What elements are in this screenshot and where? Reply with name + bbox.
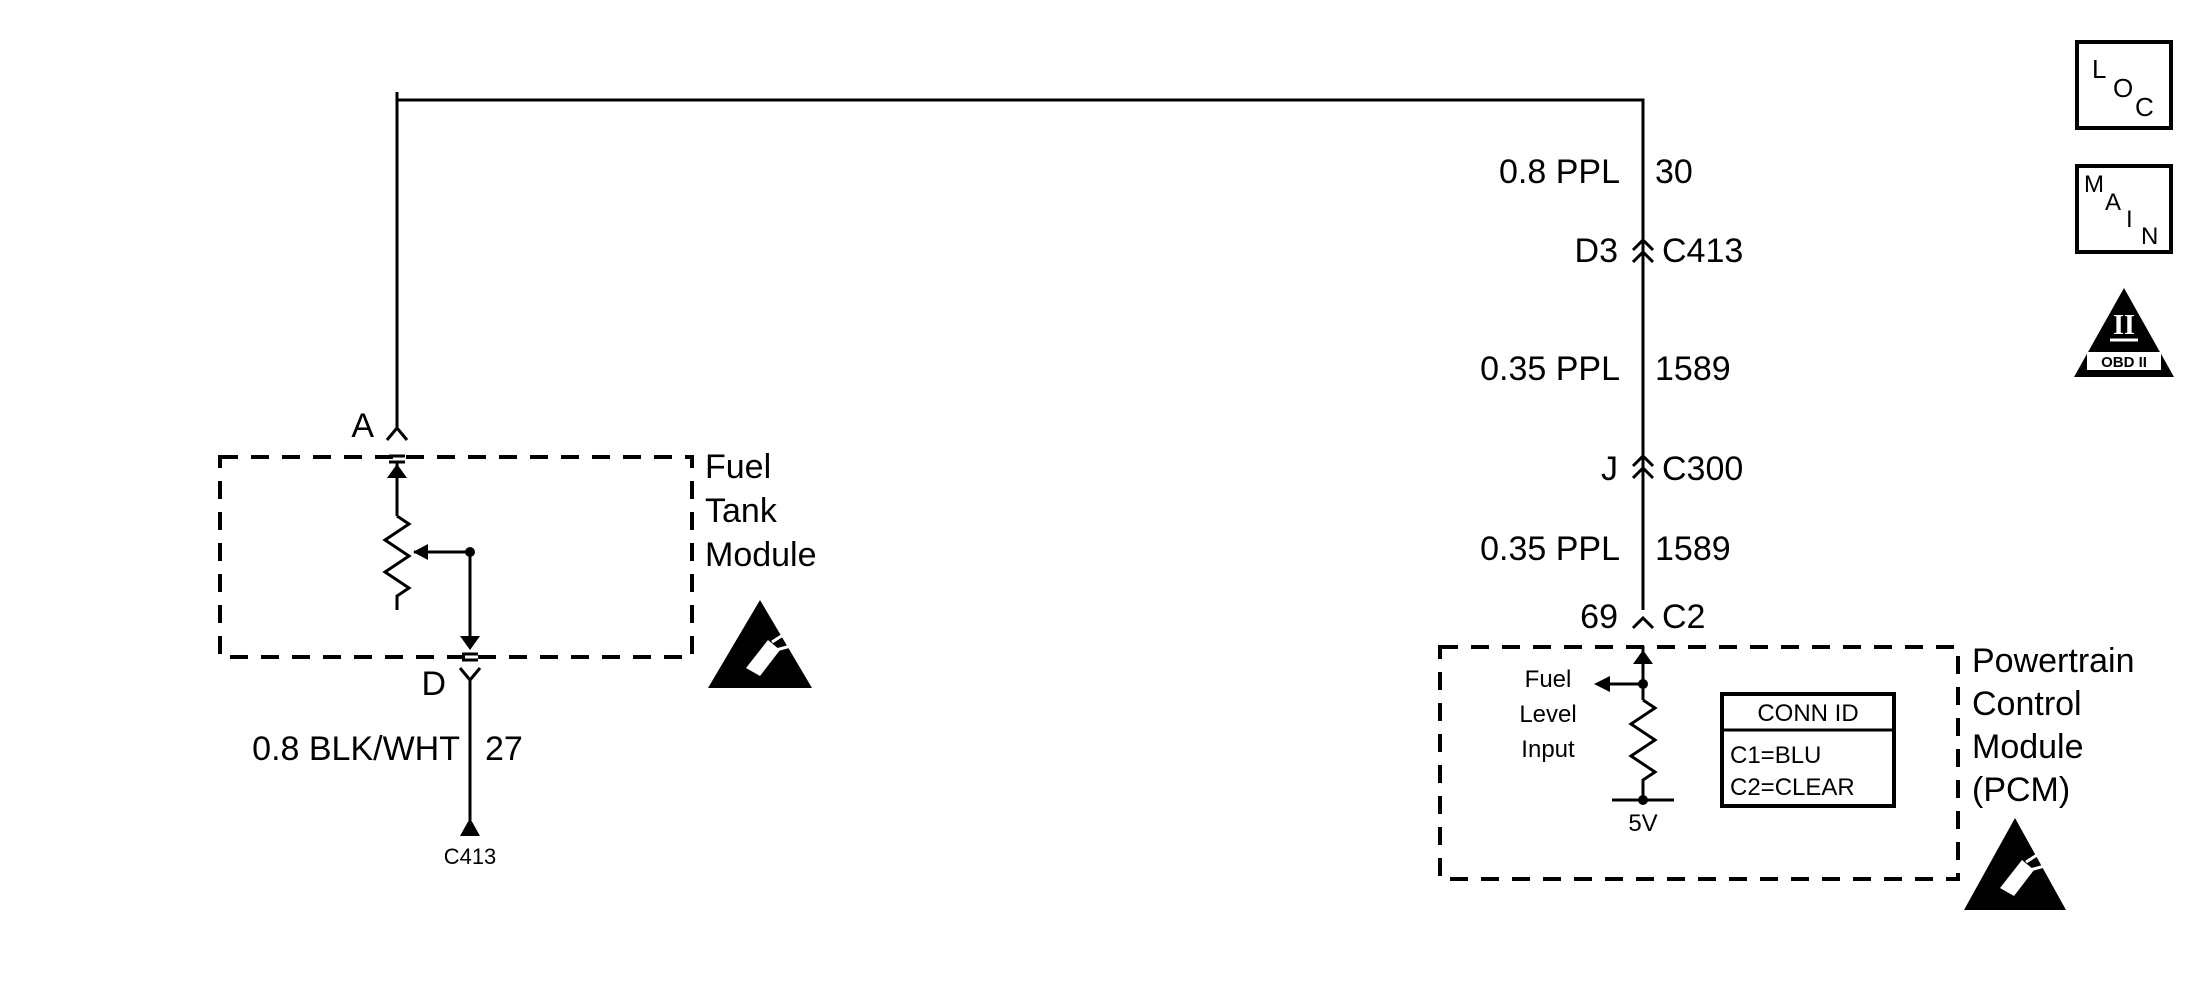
reference-voltage-label: 5V bbox=[1628, 810, 1657, 837]
ground-wire-label: 0.8 BLK/WHT bbox=[252, 730, 460, 768]
fuel-tank-module-label-1: Fuel bbox=[705, 448, 771, 486]
pcm-label-2: Control bbox=[1972, 685, 2082, 723]
sender-wiper-wire bbox=[414, 550, 472, 648]
fuel-tank-module-label-2: Tank bbox=[705, 492, 778, 530]
sender-wiper-junction bbox=[465, 547, 475, 557]
ground-splice-triangle-icon bbox=[460, 818, 480, 836]
pcm-label-1: Powertrain bbox=[1972, 642, 2135, 680]
connector-c413-symbol bbox=[1631, 237, 1655, 264]
pcm-label-4: (PCM) bbox=[1972, 771, 2070, 809]
signal-wire-top bbox=[395, 92, 1645, 610]
esd-sensitive-icon bbox=[708, 600, 812, 688]
svg-text:II: II bbox=[2113, 310, 2135, 341]
seg1-wire-label: 0.8 PPL bbox=[1499, 153, 1620, 191]
svg-text:C: C bbox=[2135, 92, 2154, 122]
connector-c413-pin: D3 bbox=[1575, 232, 1618, 270]
connector-c413-id: C413 bbox=[1662, 232, 1743, 270]
seg1-circuit-number: 30 bbox=[1655, 153, 1693, 191]
seg3-wire-label: 0.35 PPL bbox=[1480, 530, 1620, 568]
fuel-level-sender-resistor-icon bbox=[382, 514, 412, 610]
ground-circuit-number: 27 bbox=[485, 730, 523, 768]
fuel-tank-module-label-3: Module bbox=[705, 536, 817, 574]
svg-text:O: O bbox=[2113, 73, 2133, 103]
connector-c300-id: C300 bbox=[1662, 450, 1743, 488]
fuel-tank-module-box bbox=[218, 455, 694, 659]
main-icon: M A I N bbox=[2075, 164, 2173, 254]
connector-a-symbol bbox=[385, 425, 409, 441]
conn-id-title: CONN ID bbox=[1757, 700, 1858, 727]
svg-text:OBD II: OBD II bbox=[2101, 354, 2147, 371]
svg-text:A: A bbox=[2105, 189, 2121, 216]
connector-c2-pin: 69 bbox=[1580, 598, 1618, 636]
obd-ii-icon: II OBD II bbox=[2074, 288, 2174, 377]
svg-text:I: I bbox=[2126, 206, 2133, 233]
pcm-label-3: Module bbox=[1972, 728, 2084, 766]
pcm-input-tap-arrow-icon bbox=[1594, 676, 1610, 692]
pullup-resistor-icon bbox=[1628, 698, 1658, 800]
fuel-level-input-label-3: Input bbox=[1521, 736, 1575, 763]
conn-id-box bbox=[1720, 692, 1896, 808]
fuel-level-input-label-1: Fuel bbox=[1525, 666, 1572, 693]
connector-a-pin-label: A bbox=[351, 407, 374, 445]
svg-text:M: M bbox=[2084, 171, 2104, 198]
connector-c300-symbol bbox=[1631, 453, 1655, 480]
pcm-box bbox=[1438, 645, 1960, 881]
seg3-circuit-number: 1589 bbox=[1655, 530, 1731, 568]
pcm-input-arrow-icon bbox=[1633, 650, 1653, 664]
esd-sensitive-icon bbox=[1964, 818, 2066, 910]
connector-d-pin-label: D bbox=[421, 665, 446, 703]
connector-d-mate bbox=[462, 652, 478, 662]
connector-d-symbol bbox=[458, 667, 482, 683]
sender-wiper-arrow-icon bbox=[413, 544, 428, 560]
conn-id-line-1: C1=BLU bbox=[1730, 742, 1821, 769]
svg-text:N: N bbox=[2141, 223, 2158, 250]
sender-down-arrow-icon bbox=[460, 636, 480, 650]
seg2-circuit-number: 1589 bbox=[1655, 350, 1731, 388]
conn-id-line-2: C2=CLEAR bbox=[1730, 774, 1855, 801]
svg-text:L: L bbox=[2092, 54, 2106, 84]
loc-icon: L O C bbox=[2075, 40, 2173, 130]
connector-c2-symbol bbox=[1631, 615, 1655, 630]
fuel-level-input-label-2: Level bbox=[1519, 701, 1576, 728]
connector-c2-id: C2 bbox=[1662, 598, 1705, 636]
connector-c300-pin: J bbox=[1601, 450, 1618, 488]
seg2-wire-label: 0.35 PPL bbox=[1480, 350, 1620, 388]
sender-arrow-up-icon bbox=[387, 464, 407, 478]
ground-splice-ref: C413 bbox=[444, 844, 497, 869]
